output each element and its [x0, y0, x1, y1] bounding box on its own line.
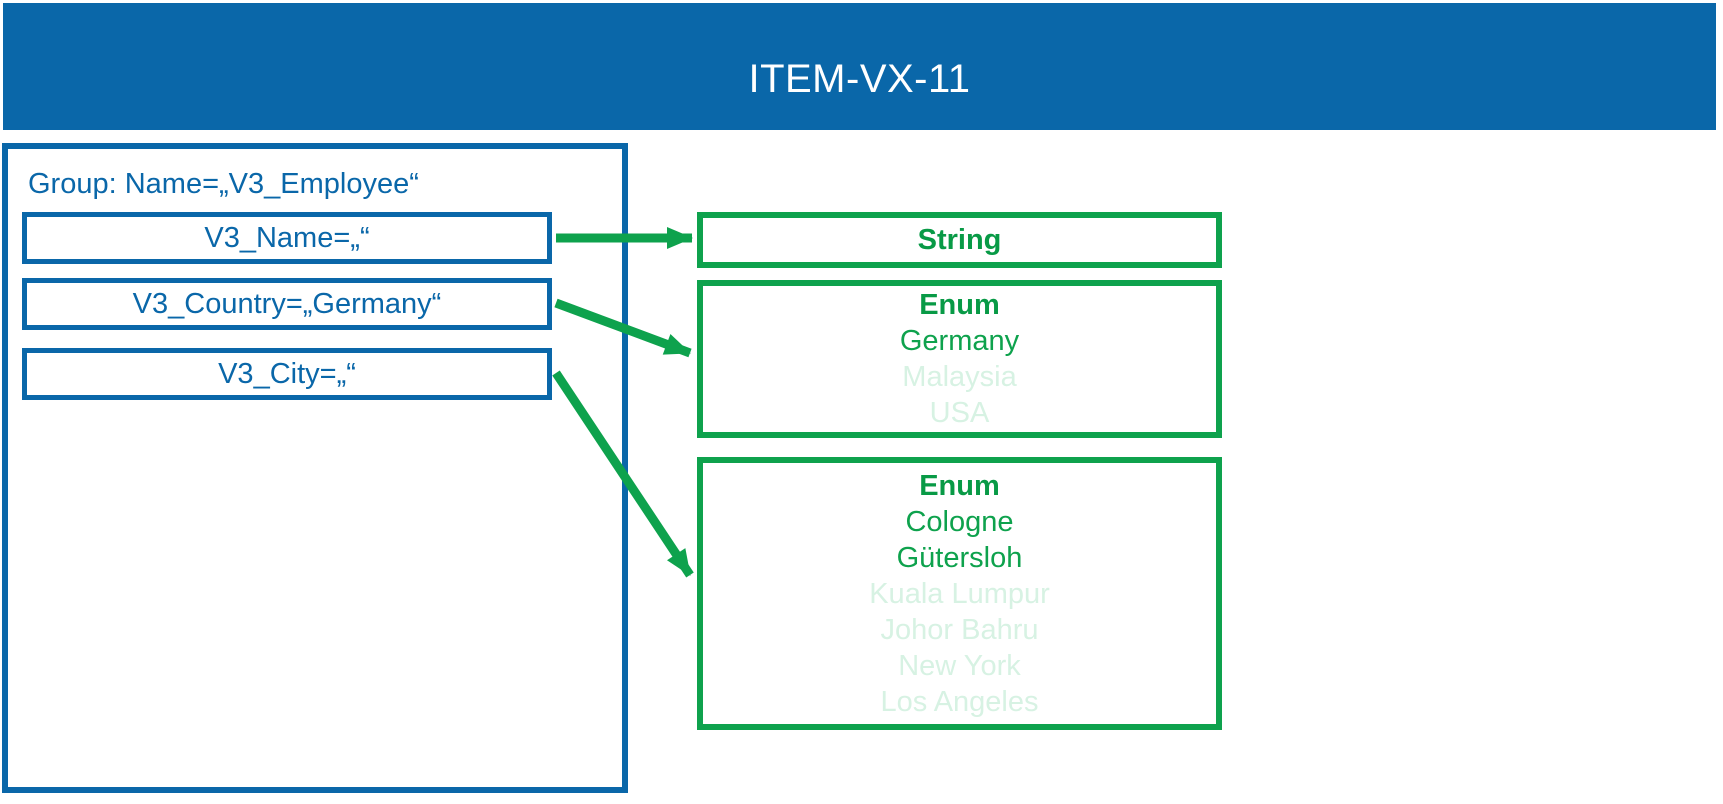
enum-option-guetersloh: Gütersloh — [896, 541, 1023, 574]
enum-option-malaysia: Malaysia — [902, 361, 1017, 393]
type-title-string: String — [917, 224, 1002, 256]
enum-option-usa: USA — [929, 397, 990, 429]
page-title: ITEM-VX-11 — [748, 57, 971, 101]
enum-option-kuala-lumpur: Kuala Lumpur — [869, 577, 1050, 610]
enum-option-los-angeles: Los Angeles — [880, 685, 1039, 718]
type-title-enum-country: Enum — [919, 289, 1000, 321]
type-box-enum-city: Enum Cologne Gütersloh Kuala Lumpur Joho… — [697, 457, 1222, 730]
group-label: Group: Name=„V3_Employee“ — [28, 168, 419, 200]
enum-option-new-york: New York — [898, 649, 1021, 682]
type-title-enum-city: Enum — [919, 469, 1000, 502]
type-box-string: String — [697, 212, 1222, 268]
field-box-v3-name: V3_Name=„“ — [22, 212, 552, 264]
field-box-v3-city: V3_City=„“ — [22, 348, 552, 400]
enum-option-cologne: Cologne — [905, 505, 1014, 538]
enum-option-germany: Germany — [899, 325, 1020, 357]
header-bar: ITEM-VX-11 — [3, 3, 1716, 130]
enum-option-johor-bahru: Johor Bahru — [880, 613, 1039, 646]
type-box-enum-country: Enum Germany Malaysia USA — [697, 280, 1222, 438]
field-box-v3-country: V3_Country=„Germany“ — [22, 278, 552, 330]
